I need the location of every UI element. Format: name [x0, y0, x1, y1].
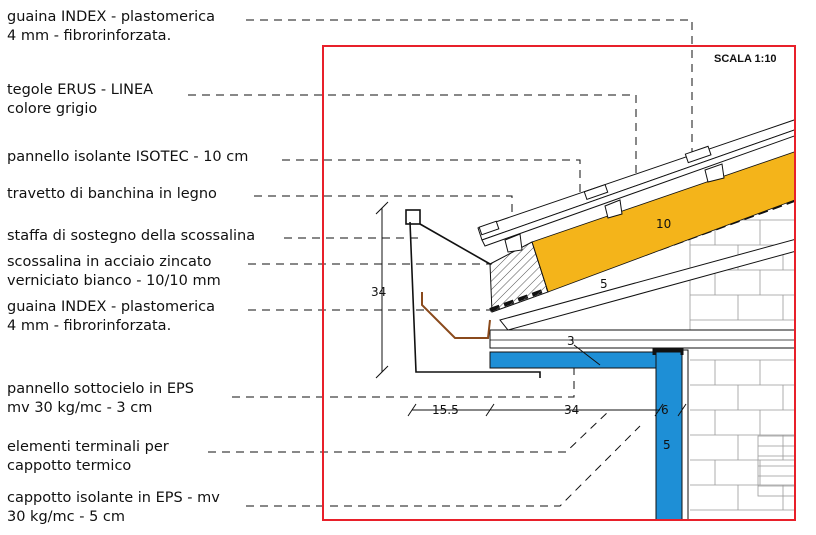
- label-line: 4 mm - fibrorinforzata.: [7, 318, 172, 334]
- leader-cappotto: [246, 425, 641, 507]
- label-line: cappotto termico: [7, 458, 132, 474]
- label-line: staffa di sostegno della scossalina: [7, 228, 256, 244]
- scale-label: SCALA 1:10: [714, 53, 777, 65]
- dim-coat: 5: [663, 438, 671, 452]
- soffit-board: [489, 329, 795, 349]
- dim-wall-insul: 6: [661, 403, 669, 417]
- label-line: 30 kg/mc - 5 cm: [7, 509, 126, 525]
- eps-soffit: [489, 351, 661, 369]
- drawing-frame: [322, 45, 796, 521]
- leader-travetto: [254, 195, 513, 250]
- label-guaina-top: guaina INDEX - plastomerica 4 mm - fibror…: [7, 8, 215, 46]
- roof-tiles: [477, 119, 795, 253]
- label-staffa: staffa di sostegno della scossalina: [7, 227, 255, 246]
- flashing-bottom: [409, 221, 541, 378]
- label-line: pannello sottocielo in EPS: [7, 381, 194, 397]
- label-guaina-bottom: guaina INDEX - plastomerica 4 mm - fibror…: [7, 298, 215, 336]
- label-elementi-terminali: elementi terminali per cappotto termico: [7, 438, 169, 476]
- label-line: mv 30 kg/mc - 3 cm: [7, 400, 153, 416]
- label-scossalina: scossalina in acciaio zincato verniciato …: [7, 253, 221, 291]
- dim-overhang: 15.5: [432, 403, 459, 417]
- label-tegole: tegole ERUS - LINEA colore grigio: [7, 81, 153, 119]
- label-line: travetto di banchina in legno: [7, 186, 217, 202]
- terminal-element: [652, 348, 684, 355]
- label-line: elementi terminali per: [7, 439, 169, 455]
- wall-face: [681, 349, 689, 520]
- label-line: colore grigio: [7, 101, 98, 117]
- dim-soffit: 3: [567, 334, 575, 348]
- dim-under-tile: 5: [600, 277, 608, 291]
- eps-coat: [655, 351, 683, 520]
- support-bracket: [421, 292, 491, 339]
- label-line: scossalina in acciaio zincato: [7, 254, 212, 270]
- label-cappotto: cappotto isolante in EPS - mv 30 kg/mc - …: [7, 489, 220, 527]
- dim-span: 34: [564, 403, 579, 417]
- label-sottocielo: pannello sottocielo in EPS mv 30 kg/mc -…: [7, 380, 194, 418]
- dim-insul-panel: 10: [656, 217, 671, 231]
- label-pannello-isotec: pannello isolante ISOTEC - 10 cm: [7, 148, 248, 167]
- leader-tegole: [188, 94, 637, 180]
- label-line: guaina INDEX - plastomerica: [7, 299, 215, 315]
- label-line: tegole ERUS - LINEA: [7, 82, 154, 98]
- leader-isotec: [282, 159, 581, 205]
- gutter-clip: [405, 209, 421, 225]
- leader-sottocielo: [232, 368, 575, 398]
- dimension-lines: [375, 201, 687, 417]
- label-line: pannello isolante ISOTEC - 10 cm: [7, 149, 249, 165]
- leader-elementi: [208, 409, 611, 453]
- label-line: cappotto isolante in EPS - mv: [7, 490, 220, 506]
- dim-height: 34: [371, 285, 386, 299]
- leader-guaina-top: [246, 19, 693, 155]
- rafter: [499, 238, 795, 331]
- label-travetto: travetto di banchina in legno: [7, 185, 217, 204]
- leader-lines: [188, 19, 693, 507]
- gutter: [405, 209, 541, 378]
- label-line: verniciato bianco - 10/10 mm: [7, 273, 221, 289]
- label-line: 4 mm - fibrorinforzata.: [7, 28, 172, 44]
- label-line: guaina INDEX - plastomerica: [7, 9, 215, 25]
